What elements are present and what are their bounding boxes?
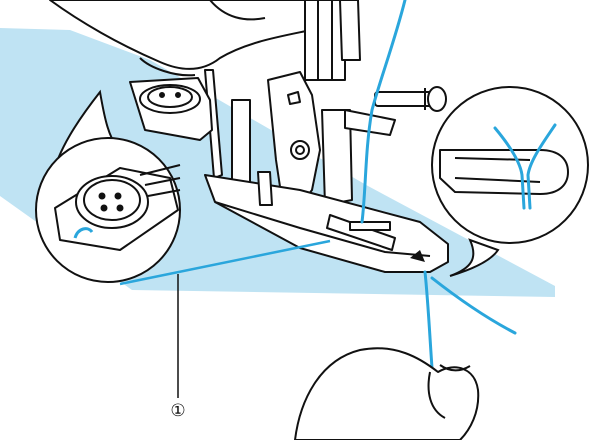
inset-thread-detail: [431, 86, 589, 277]
callout-number: ①: [170, 401, 185, 421]
guide-line: [119, 239, 331, 286]
button-holder: [129, 77, 213, 141]
inset-button-holder: [35, 89, 181, 283]
upper-thread: [360, 0, 517, 370]
presser-foot-holder: [267, 71, 396, 206]
hand-bottom: [294, 347, 480, 440]
screw-knob: [374, 86, 447, 112]
machine-frame: [204, 0, 361, 191]
buttonhole-foot: [204, 171, 449, 273]
callout-1: ①: [167, 399, 189, 421]
